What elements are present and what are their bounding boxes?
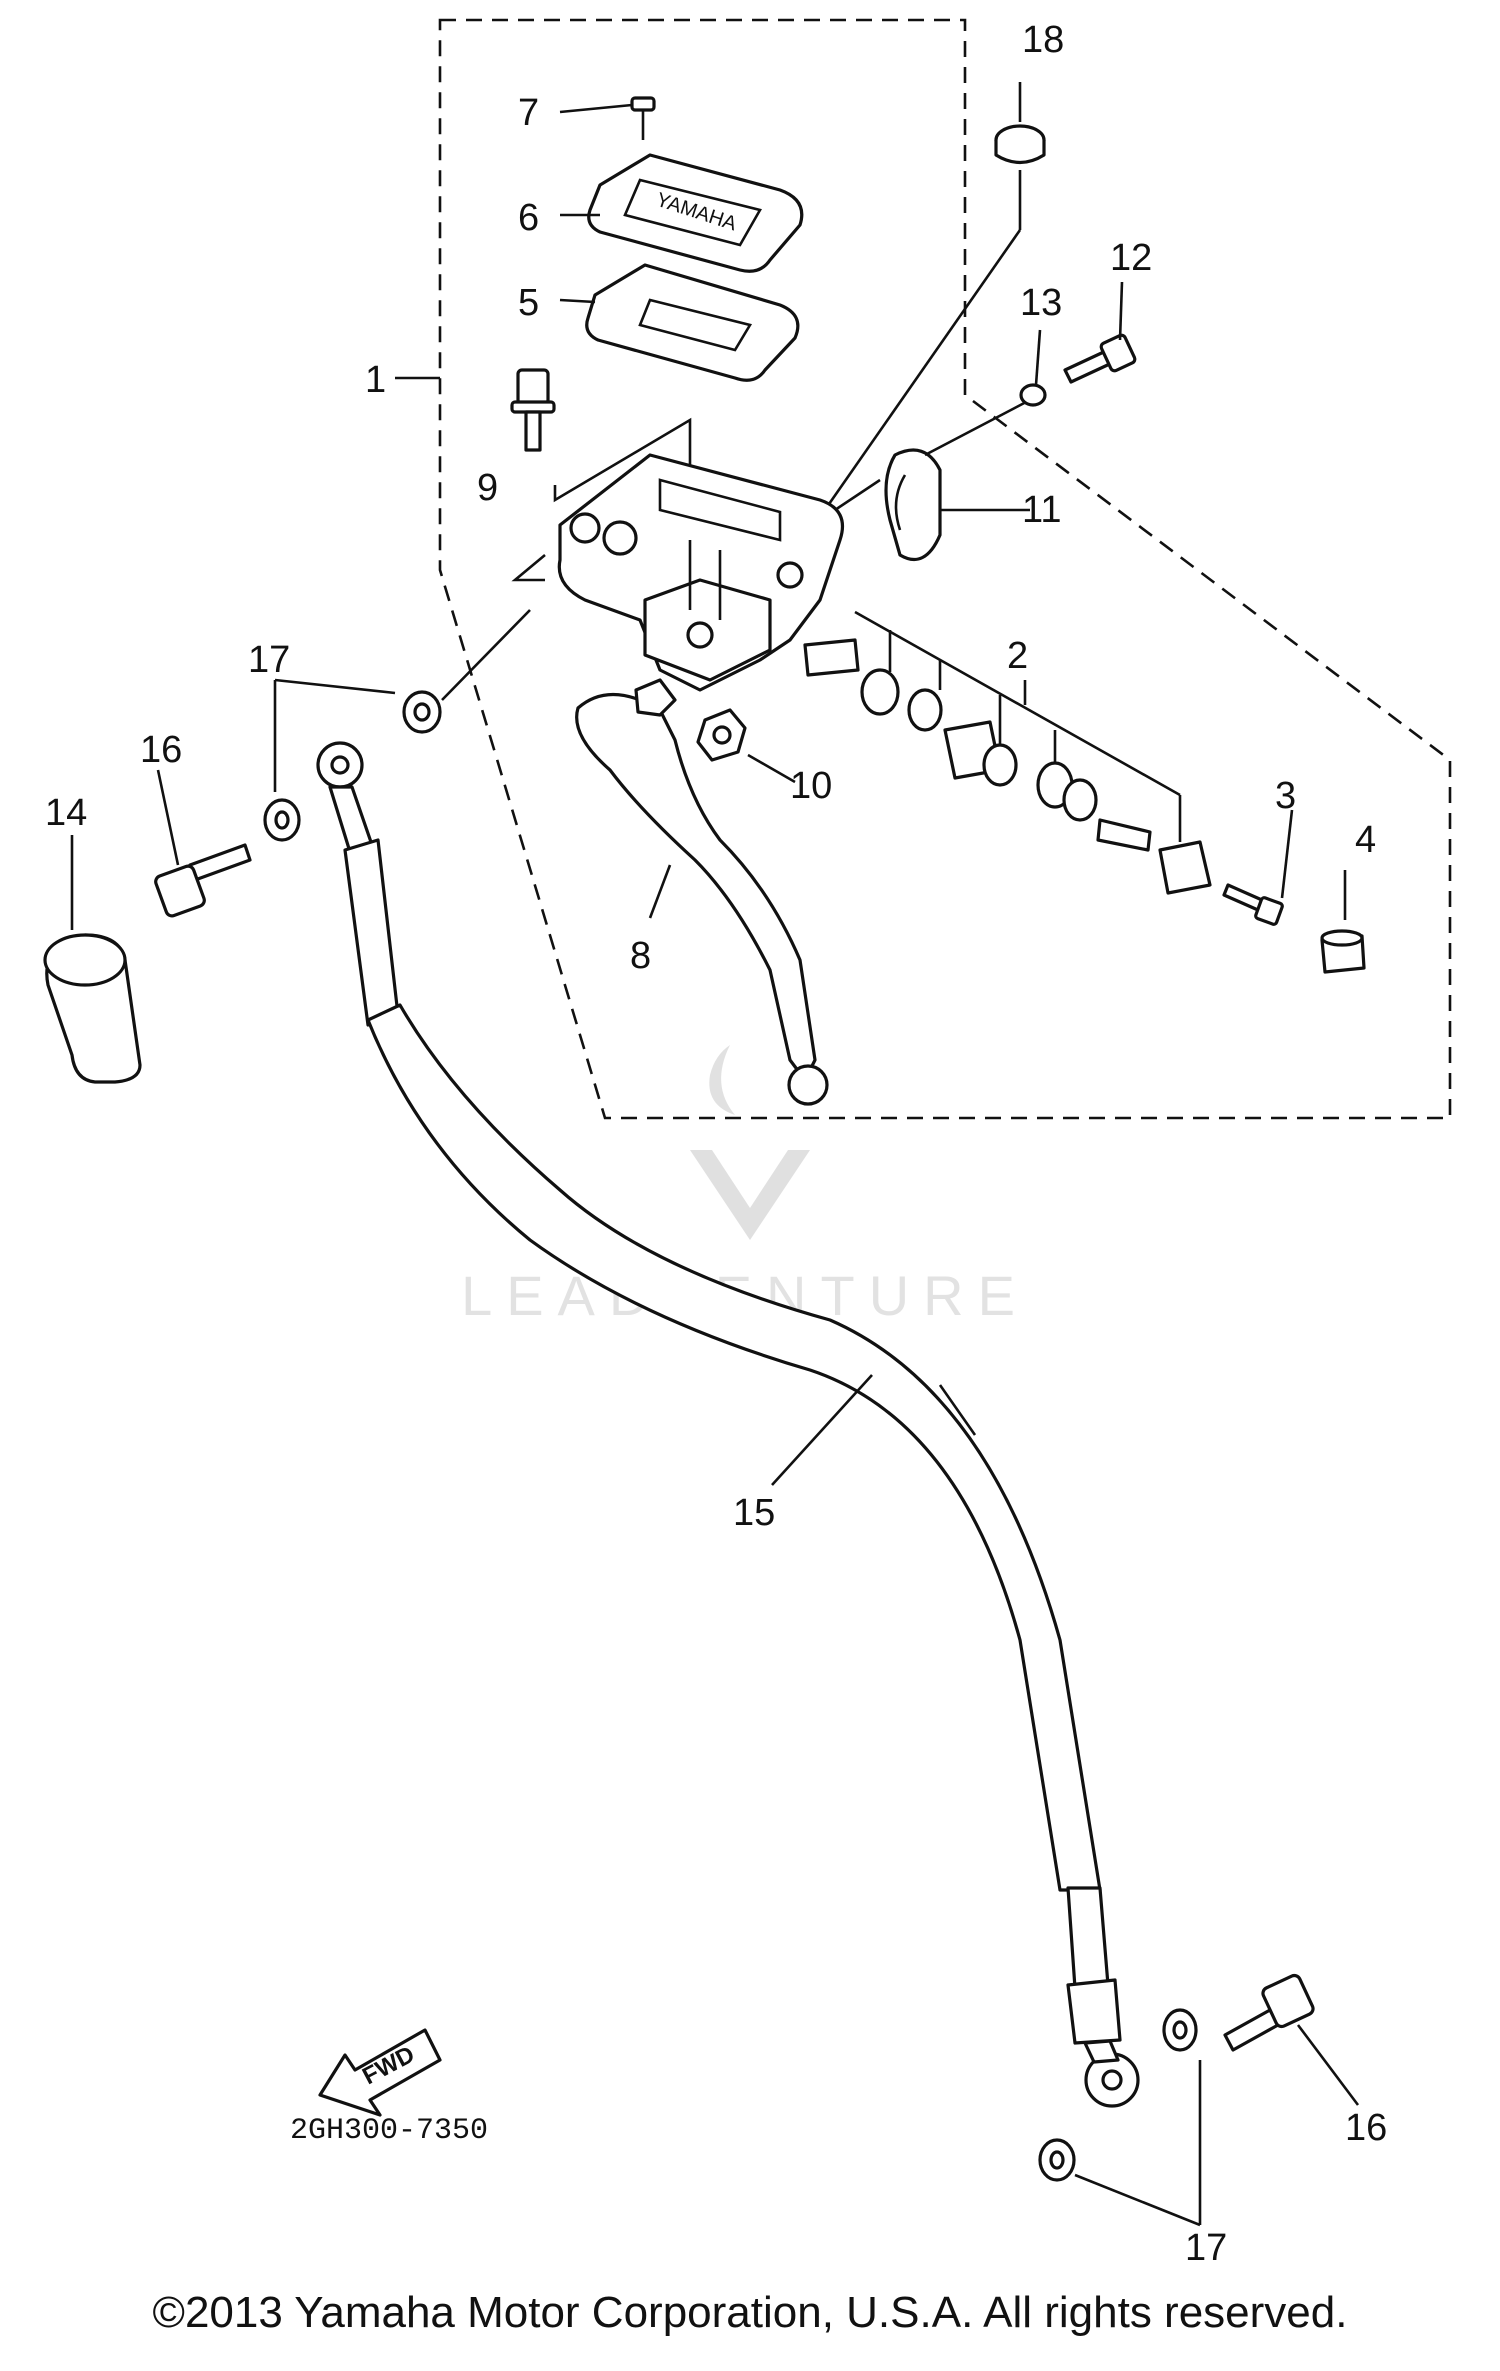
callout-12: 12 — [1110, 237, 1152, 279]
callout-9: 9 — [477, 467, 498, 509]
handlebar-holder — [884, 448, 942, 561]
callout-11: 11 — [1022, 489, 1061, 531]
bleed-cap — [1320, 929, 1366, 974]
callout-4: 4 — [1355, 819, 1376, 861]
washer-17-top — [263, 690, 442, 842]
drawing-code: 2GH300-7350 — [290, 2114, 489, 2148]
reservoir-cap: YAMAHA — [587, 153, 804, 273]
diaphragm — [585, 263, 800, 382]
fwd-arrow: FWD — [318, 2028, 442, 2117]
callout-3: 3 — [1275, 775, 1296, 817]
callout-15: 15 — [733, 1492, 775, 1534]
callout-18: 18 — [1022, 19, 1064, 61]
callout-17-bottom: 17 — [1185, 2227, 1227, 2269]
brake-lever — [575, 678, 829, 1106]
bolt-9 — [510, 368, 556, 452]
callout-5: 5 — [518, 282, 539, 324]
bolt-12 — [1063, 333, 1137, 384]
callout-1: 1 — [365, 359, 386, 401]
union-bolt-16-bottom — [1223, 1973, 1315, 2052]
assembly-boundary — [438, 18, 1452, 1120]
callout-2: 2 — [1007, 635, 1028, 677]
lever-nut — [696, 708, 747, 762]
grommet — [994, 124, 1046, 165]
callout-16-bottom: 16 — [1345, 2107, 1387, 2149]
boot — [43, 933, 142, 1084]
callout-10: 10 — [790, 765, 832, 807]
callout-17-top: 17 — [248, 639, 290, 681]
callout-13: 13 — [1020, 282, 1062, 324]
bleed-screw — [1222, 883, 1284, 926]
cover-screw — [630, 96, 656, 140]
callout-16-top: 16 — [140, 729, 182, 771]
washer-13 — [1019, 383, 1047, 407]
piston-kit — [803, 638, 1212, 895]
callout-14: 14 — [45, 792, 87, 834]
callout-7: 7 — [518, 92, 539, 134]
brake-hose — [316, 741, 1140, 2108]
callout-labels: 1 2 3 4 5 6 7 8 9 10 11 12 13 14 15 16 1… — [45, 19, 1387, 2269]
callout-8: 8 — [630, 935, 651, 977]
master-cylinder-body — [557, 453, 845, 692]
callout-6: 6 — [518, 197, 539, 239]
washer-17-bottom — [1038, 2008, 1198, 2182]
copyright-notice: ©2013 Yamaha Motor Corporation, U.S.A. A… — [152, 2288, 1348, 2337]
union-bolt-16-top — [154, 843, 252, 918]
